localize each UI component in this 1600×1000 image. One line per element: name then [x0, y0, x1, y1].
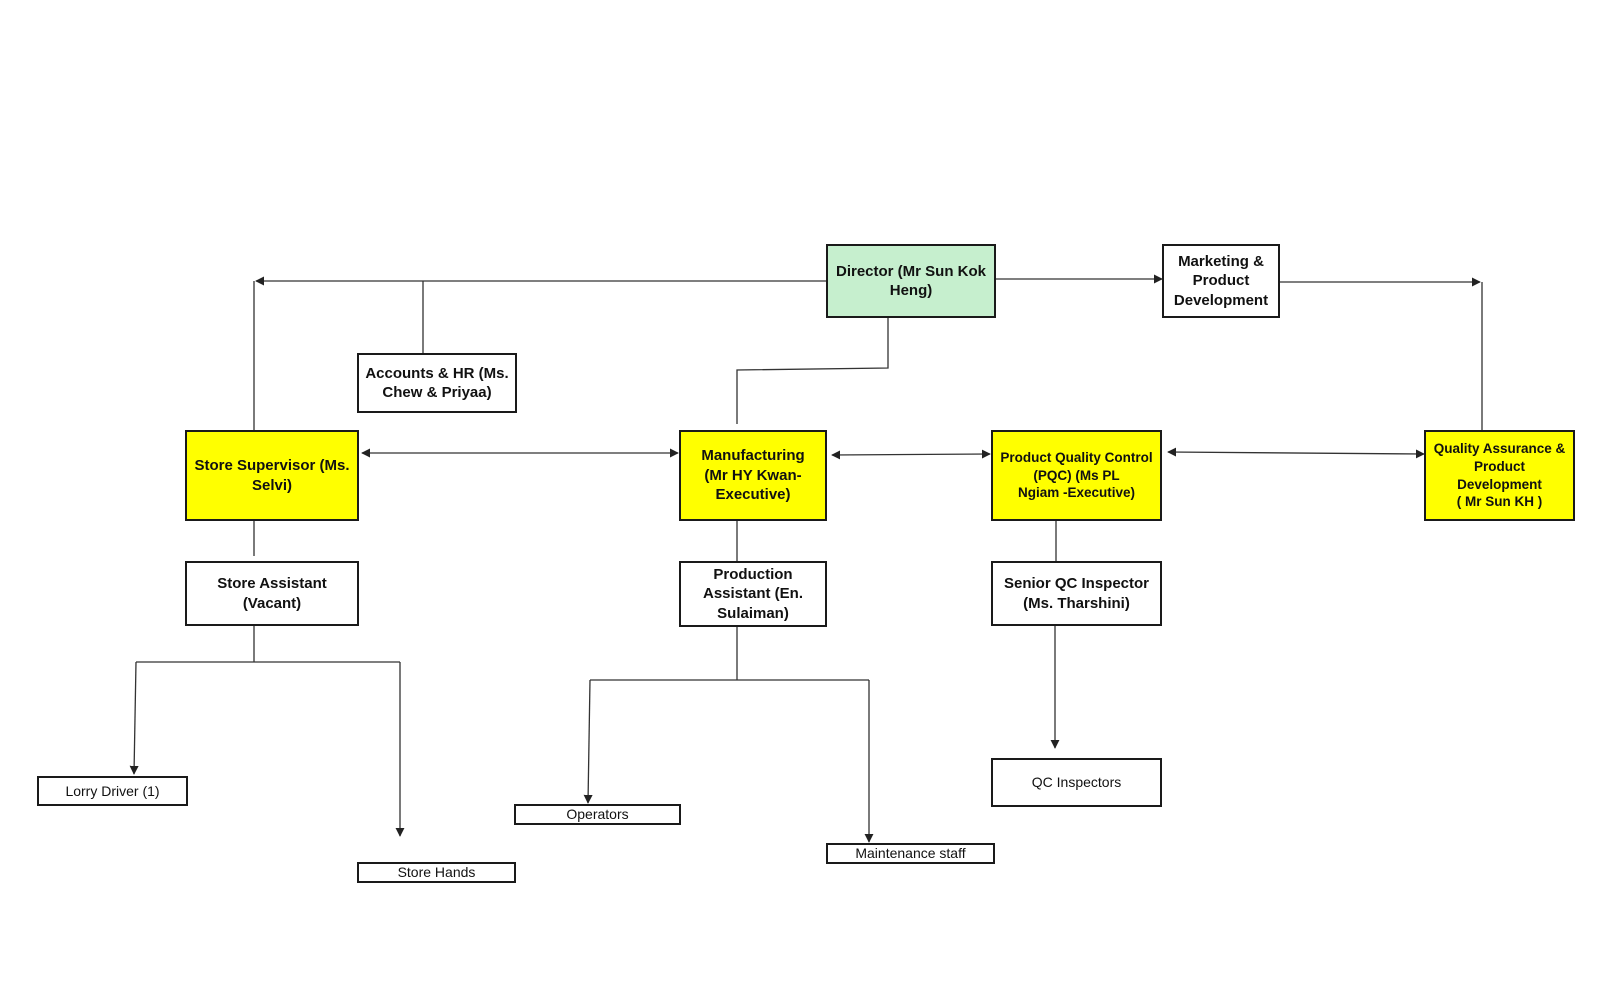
connector-pqc-qa [1167, 447, 1425, 459]
maintenance-staff-label: Maintenance staff [855, 845, 966, 862]
pqc-label: Product Quality Control (PQC) (Ms PL Ngi… [1000, 450, 1153, 501]
connector-to-operators [583, 679, 593, 804]
director-label: Director (Mr Sun Kok Heng) [835, 262, 986, 300]
marketing-label: Marketing & Product Development [1173, 252, 1269, 309]
maintenance-staff-box: Maintenance staff [826, 843, 995, 864]
store-hands-label: Store Hands [397, 864, 476, 881]
connector-manufacturing-pqc [831, 449, 991, 460]
lorry-driver-label: Lorry Driver (1) [65, 782, 160, 799]
director-box: Director (Mr Sun Kok Heng) [826, 244, 996, 318]
senior-qc-label: Senior QC Inspector (Ms. Tharshini) [1003, 575, 1150, 612]
store-supervisor-label: Store Supervisor (Ms. Selvi) [194, 457, 350, 494]
production-assistant-label: Production Assistant (En. Sulaiman) [702, 565, 804, 622]
connector-to-lorry-driver [129, 661, 139, 775]
senior-qc-box: Senior QC Inspector (Ms. Tharshini) [991, 561, 1162, 626]
qa-box: Quality Assurance & Product Development … [1424, 430, 1575, 521]
accounts-hr-box: Accounts & HR (Ms. Chew & Priyaa) [357, 353, 517, 413]
accounts-hr-label: Accounts & HR (Ms. Chew & Priyaa) [365, 364, 509, 402]
pqc-box: Product Quality Control (PQC) (Ms PL Ngi… [991, 430, 1162, 521]
operators-label: Operators [566, 806, 629, 823]
connector-director-manufacturing [736, 318, 889, 424]
qc-inspectors-label: QC Inspectors [1031, 774, 1122, 791]
store-hands-box: Store Hands [357, 862, 516, 883]
store-supervisor-box: Store Supervisor (Ms. Selvi) [185, 430, 359, 521]
store-assistant-label: Store Assistant (Vacant) [217, 575, 327, 612]
store-assistant-box: Store Assistant (Vacant) [185, 561, 359, 626]
lorry-driver-box: Lorry Driver (1) [37, 776, 188, 806]
operators-box: Operators [514, 804, 681, 825]
manufacturing-label: Manufacturing (Mr HY Kwan- Executive) [701, 447, 805, 504]
production-assistant-box: Production Assistant (En. Sulaiman) [679, 561, 827, 627]
qa-label: Quality Assurance & Product Development … [1433, 441, 1566, 510]
qc-inspectors-box: QC Inspectors [991, 758, 1162, 807]
manufacturing-box: Manufacturing (Mr HY Kwan- Executive) [679, 430, 827, 521]
marketing-box: Marketing & Product Development [1162, 244, 1280, 318]
